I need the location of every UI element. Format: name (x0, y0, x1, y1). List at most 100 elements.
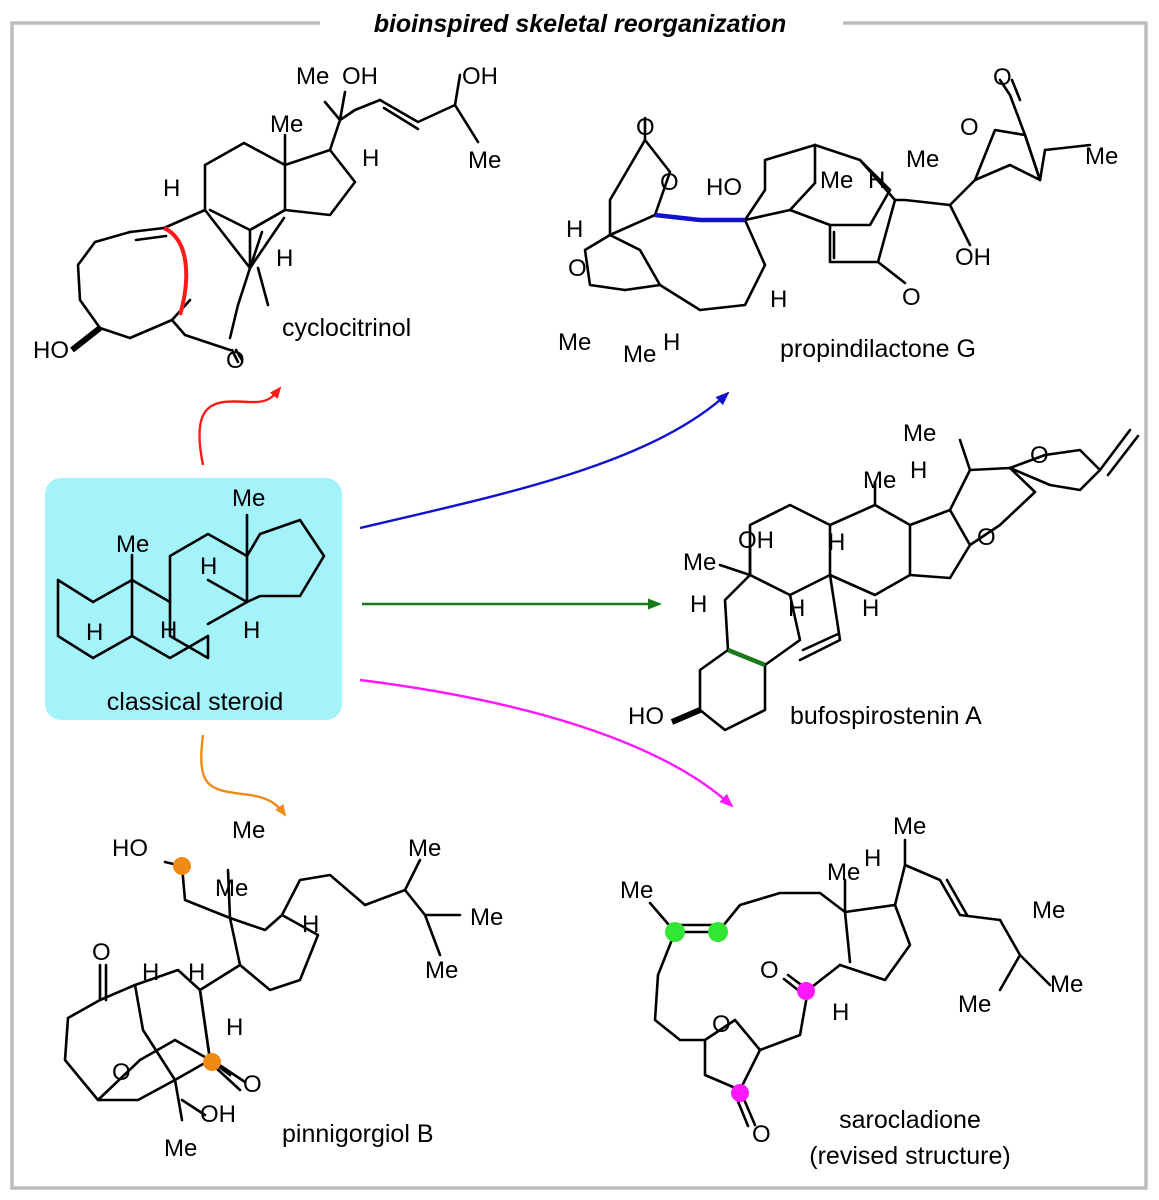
propindilactone-o-5: O (960, 114, 979, 141)
steroid-skeleton (56, 513, 326, 660)
figure-title: bioinspired skeletal reorganization (374, 10, 787, 38)
sarocladione-h-2: H (832, 999, 849, 1026)
steroid-h-3: H (243, 617, 260, 644)
pinnigorgiol-marker-2 (203, 1053, 221, 1071)
pinnigorgiol-me-3: Me (408, 835, 441, 862)
classical-steroid: Me Me H H H H classical steroid (45, 478, 342, 720)
frame (10, 21, 1148, 1190)
propindilactone-ho: HO (706, 174, 742, 201)
sarocladione-me-3: Me (893, 813, 926, 840)
bufospirostenin-h-5: H (690, 591, 707, 618)
arrow-blue (359, 391, 730, 530)
arrow-red (198, 386, 282, 466)
propindilactone-me-4: Me (906, 146, 939, 173)
bufospirostenin-h-4: H (862, 595, 879, 622)
sarocladione-marker-mag-1 (797, 982, 815, 1000)
sarocladione-me-6: Me (1050, 971, 1083, 998)
cyclocitrinol-h-1: H (163, 175, 180, 202)
pinnigorgiol-oh: OH (200, 1101, 236, 1128)
steroid-h-4: H (86, 619, 103, 646)
cyclocitrinol: Me Me OH OH Me H H H HO O cyclocitrinol (33, 63, 501, 374)
bufospirostenin-a: Me H O O Me OH Me H H H H HO bufospirost… (628, 420, 1140, 732)
bufospirostenin-label: bufospirostenin A (790, 702, 982, 730)
sarocladione-note: (revised structure) (809, 1142, 1010, 1170)
sarocladione-o-1: O (760, 957, 779, 984)
pinnigorgiol-me-5: Me (425, 957, 458, 984)
cyclocitrinol-oh-1: OH (342, 63, 378, 90)
sarocladione-me-4: Me (1032, 897, 1065, 924)
sarocladione-o-2: O (712, 1011, 731, 1038)
pinnigorgiol-o-3: O (243, 1071, 262, 1098)
sarocladione-me-1: Me (620, 877, 653, 904)
pinnigorgiol-me-2: Me (215, 875, 248, 902)
pinnigorgiol-me-4: Me (470, 904, 503, 931)
pinnigorgiol-o-1: O (92, 939, 111, 966)
bufospirostenin-me-2: Me (863, 467, 896, 494)
cyclocitrinol-h-3: H (276, 245, 293, 272)
pinnigorgiol-marker-1 (173, 857, 191, 875)
bufospirostenin-h-1: H (910, 457, 927, 484)
cyclocitrinol-label: cyclocitrinol (282, 314, 411, 342)
cyclocitrinol-me-3: Me (468, 147, 501, 174)
steroid-label: classical steroid (107, 688, 283, 716)
propindilactone-h-4: H (770, 286, 787, 313)
pinnigorgiol-h-1: H (302, 911, 319, 938)
bufospirostenin-o-1: O (1030, 442, 1049, 469)
pinnigorgiol-ho: HO (112, 835, 148, 862)
propindilactone-o-6: O (993, 64, 1012, 91)
steroid-h-2: H (200, 553, 217, 580)
arrow-magenta (359, 678, 734, 808)
propindilactone-me-1: Me (558, 329, 591, 356)
cyclocitrinol-h-2: H (362, 145, 379, 172)
sarocladione-label: sarocladione (839, 1106, 981, 1134)
propindilactone-h-2: H (663, 329, 680, 356)
sarocladione-o-3: O (752, 1121, 771, 1148)
propindilactone-o-1: O (636, 114, 655, 141)
cyclocitrinol-skeleton (76, 73, 480, 364)
propindilactone-oh: OH (955, 244, 991, 271)
pinnigorgiol-me-6: Me (164, 1135, 197, 1162)
sarocladione-me-2: Me (827, 859, 860, 886)
pinnigorgiol-skeleton (63, 858, 462, 1122)
cyclocitrinol-o: O (226, 347, 245, 374)
propindilactone-o-3: O (568, 255, 587, 282)
cyclocitrinol-oh-2: OH (462, 63, 498, 90)
bufospirostenin-me-3: Me (683, 549, 716, 576)
steroid-me-2: Me (232, 485, 265, 512)
propindilactone-h-1: H (566, 216, 583, 243)
bufospirostenin-o-2: O (977, 524, 996, 551)
sarocladione-marker-lime-2 (708, 922, 728, 942)
cyclocitrinol-ho: HO (33, 337, 69, 364)
bufospirostenin-skeleton (698, 428, 1140, 732)
arrow-orange (200, 734, 287, 817)
sarocladione-marker-lime-1 (665, 922, 685, 942)
pinnigorgiol-h-4: H (226, 1014, 243, 1041)
bufospirostenin-me-1: Me (903, 420, 936, 447)
propindilactone-o-2: O (660, 169, 679, 196)
sarocladione: Me Me H Me Me Me Me O H O O sarocladione… (620, 813, 1083, 1170)
pinnigorgiol-b: HO Me Me H Me Me Me O H H H O O OH Me pi… (63, 817, 503, 1162)
propindilactone-g: O O O H Me Me H HO Me H H O Me O O Me OH… (558, 64, 1118, 368)
bufospirostenin-h-3: H (788, 595, 805, 622)
sarocladione-marker-mag-2 (731, 1084, 749, 1102)
bufospirostenin-h-2: H (828, 529, 845, 556)
steroid-me-1: Me (116, 531, 149, 558)
pinnigorgiol-h-3: H (188, 959, 205, 986)
propindilactone-o-4: O (902, 284, 921, 311)
sarocladione-me-5: Me (958, 991, 991, 1018)
sarocladione-h-1: H (864, 845, 881, 872)
pinnigorgiol-label: pinnigorgiol B (282, 1120, 434, 1148)
bufospirostenin-ho: HO (628, 703, 664, 730)
propindilactone-me-5: Me (1085, 143, 1118, 170)
steroid-h-1: H (160, 617, 177, 644)
propindilactone-label: propindilactone G (780, 335, 976, 363)
pinnigorgiol-o-2: O (112, 1059, 131, 1086)
propindilactone-me-3: Me (820, 167, 853, 194)
steroid-highlight-box (45, 478, 342, 720)
propindilactone-me-2: Me (623, 341, 656, 368)
bufospirostenin-oh: OH (738, 527, 774, 554)
cyclocitrinol-me-2: Me (296, 63, 329, 90)
pinnigorgiol-h-2: H (142, 959, 159, 986)
cyclocitrinol-me-1: Me (270, 111, 303, 138)
pinnigorgiol-me-1: Me (232, 817, 265, 844)
